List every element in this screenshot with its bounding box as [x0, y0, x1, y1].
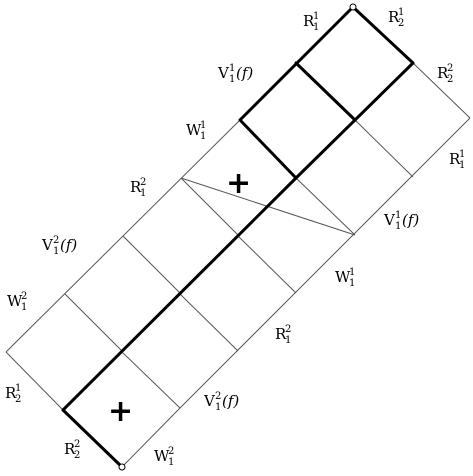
label-superscript: 2 — [140, 177, 146, 188]
grid-line — [179, 293, 239, 352]
label-subscript: 1 — [229, 74, 235, 85]
label-base: V — [217, 64, 230, 82]
label-superscript: 1 — [229, 63, 235, 74]
label-top-right-R21: R12 — [388, 7, 404, 29]
thick-edge — [294, 61, 357, 122]
label-superscript: 1 — [15, 383, 21, 394]
label-superscript: 1 — [200, 120, 206, 131]
thick-edge — [61, 176, 298, 412]
grid-line — [179, 117, 471, 409]
label-bottom-W12: W21 — [154, 446, 174, 468]
label-subscript: 1 — [21, 302, 27, 313]
label-superscript: 1 — [398, 7, 404, 18]
label-base: W — [335, 268, 351, 286]
label-superscript: 2 — [74, 439, 80, 450]
label-base: R — [303, 12, 315, 30]
label-left-R12: R21 — [130, 177, 146, 199]
grid-lines — [5, 62, 471, 468]
label-subscript: 1 — [285, 335, 291, 346]
label-superscript: 2 — [21, 291, 27, 302]
grid-line — [412, 62, 471, 119]
grid-line — [121, 407, 181, 468]
label-superscript: 1 — [395, 210, 401, 221]
grid-line — [64, 293, 123, 352]
label-superscript: 2 — [285, 324, 291, 335]
label-subscript: 2 — [74, 450, 80, 461]
thick-edge — [61, 408, 124, 469]
label-subscript: 1 — [215, 402, 221, 413]
label-base: R — [449, 150, 461, 168]
label-left-W11: W11 — [186, 120, 206, 142]
grid-line — [121, 351, 181, 409]
label-subscript: 1 — [140, 188, 146, 199]
label-subscript: 1 — [349, 278, 355, 289]
label-base: R — [64, 440, 76, 458]
label-subscript: 1 — [459, 160, 465, 171]
label-superscript: 1 — [313, 11, 319, 22]
label-base: W — [186, 121, 202, 139]
thick-edge — [238, 118, 298, 180]
label-base: R — [275, 325, 287, 343]
label-base: R — [388, 8, 400, 26]
label-subscript: 1 — [53, 246, 59, 257]
label-base: V — [41, 236, 54, 254]
label-suffix: (f) — [236, 64, 253, 82]
label-left-W12: W21 — [7, 291, 27, 313]
label-bottom-R22: R22 — [64, 439, 80, 461]
grid-line — [295, 177, 356, 236]
label-base: R — [437, 64, 449, 82]
label-suffix: (f) — [60, 236, 77, 254]
grid-line — [354, 119, 414, 178]
label-base: R — [130, 178, 142, 196]
thick-path — [61, 5, 415, 469]
label-superscript: 2 — [447, 63, 453, 74]
label-superscript: 2 — [53, 235, 59, 246]
label-suffix: (f) — [402, 211, 419, 229]
label-subscript: 1 — [313, 22, 319, 33]
label-base: W — [154, 447, 170, 465]
label-subscript: 2 — [398, 18, 404, 29]
label-subscript: 1 — [395, 221, 401, 232]
label-right-R12: R21 — [275, 324, 291, 346]
label-right-R11: R11 — [449, 149, 465, 171]
grid-line — [180, 177, 239, 236]
label-subscript: 2 — [447, 74, 453, 85]
label-suffix: (f) — [222, 392, 239, 410]
label-left-R21: R12 — [5, 383, 21, 405]
grid-line — [237, 235, 297, 294]
label-superscript: 2 — [168, 446, 174, 457]
grid-line — [5, 351, 64, 411]
grid-line — [122, 235, 181, 294]
top-endpoint — [349, 3, 357, 11]
label-right-R22: R22 — [437, 63, 453, 85]
label-top-left-R11: R11 — [303, 11, 319, 33]
plus-sign-upper: + — [226, 166, 251, 201]
label-base: V — [203, 392, 216, 410]
label-base: W — [7, 292, 23, 310]
thick-edge — [351, 5, 415, 65]
bottom-endpoint — [118, 463, 126, 471]
label-superscript: 1 — [459, 149, 465, 160]
plus-sign-lower: + — [108, 394, 133, 429]
label-base: V — [383, 211, 396, 229]
label-base: R — [5, 384, 17, 402]
label-subscript: 2 — [15, 394, 21, 405]
label-superscript: 1 — [349, 267, 355, 278]
label-subscript: 1 — [168, 457, 174, 468]
label-right-W11: W11 — [335, 267, 355, 289]
label-subscript: 1 — [200, 131, 206, 142]
label-superscript: 2 — [215, 391, 221, 402]
